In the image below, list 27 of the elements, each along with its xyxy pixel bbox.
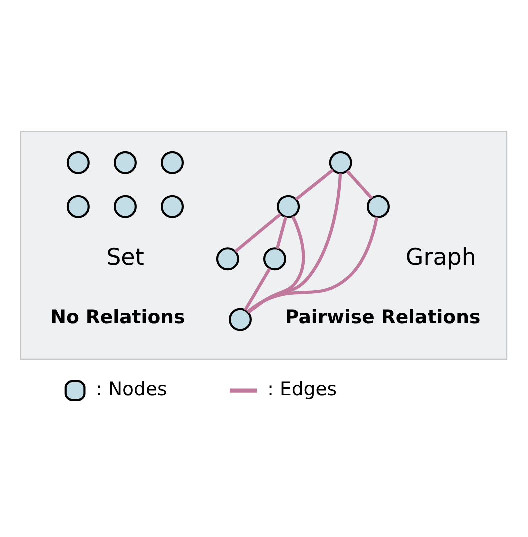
label: Set (106, 244, 144, 271)
node-circle (66, 151, 90, 174)
node-circle (228, 308, 252, 332)
node-circle (329, 151, 352, 174)
connector (276, 216, 288, 250)
connector (234, 213, 282, 253)
label: Pairwise Relations (285, 307, 481, 328)
node-circle (161, 151, 184, 174)
node-circle (114, 195, 137, 218)
connector (244, 268, 272, 312)
legend-label: : Edges (268, 379, 338, 400)
node-circle (277, 195, 300, 218)
node-circle (161, 195, 184, 218)
connector (346, 170, 374, 200)
label: No Relations (50, 307, 186, 328)
node-circle (114, 151, 137, 174)
node-circle (66, 195, 90, 218)
node-circle (263, 248, 286, 271)
node-circle (216, 248, 240, 271)
cluster (20, 131, 508, 360)
connector (295, 168, 334, 201)
connector (247, 174, 342, 314)
connector (247, 216, 306, 314)
legend-label: : Nodes (96, 379, 168, 400)
connector (247, 217, 379, 314)
label: Graph (406, 244, 476, 271)
node-circle (366, 195, 390, 218)
